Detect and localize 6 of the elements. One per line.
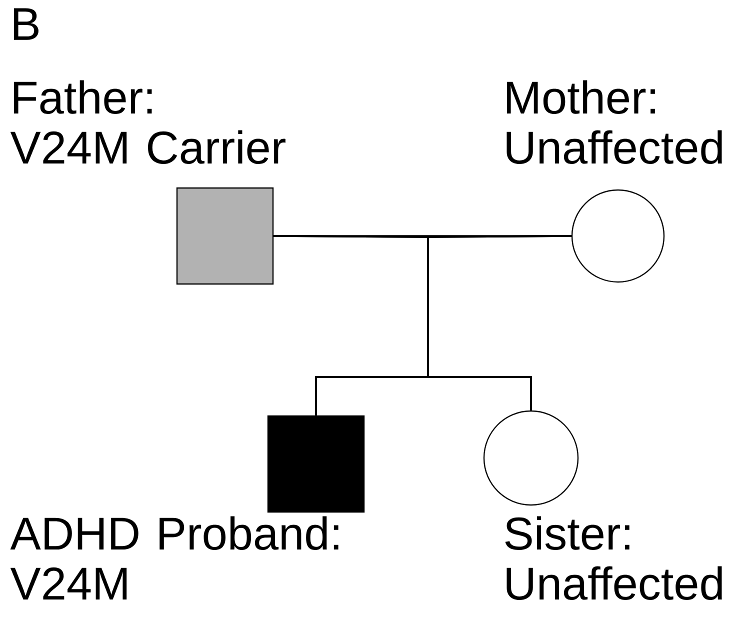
person-label: Mother: Unaffected [506, 80, 722, 164]
panel-letter: B [14, 8, 38, 40]
person-label: Sister: Unaffected [505, 516, 722, 600]
pedigree-line [427, 235, 572, 410]
person-label: ADHD Proband: V24M [10, 516, 338, 600]
person-label: Father: V24M Carrier [10, 80, 286, 164]
